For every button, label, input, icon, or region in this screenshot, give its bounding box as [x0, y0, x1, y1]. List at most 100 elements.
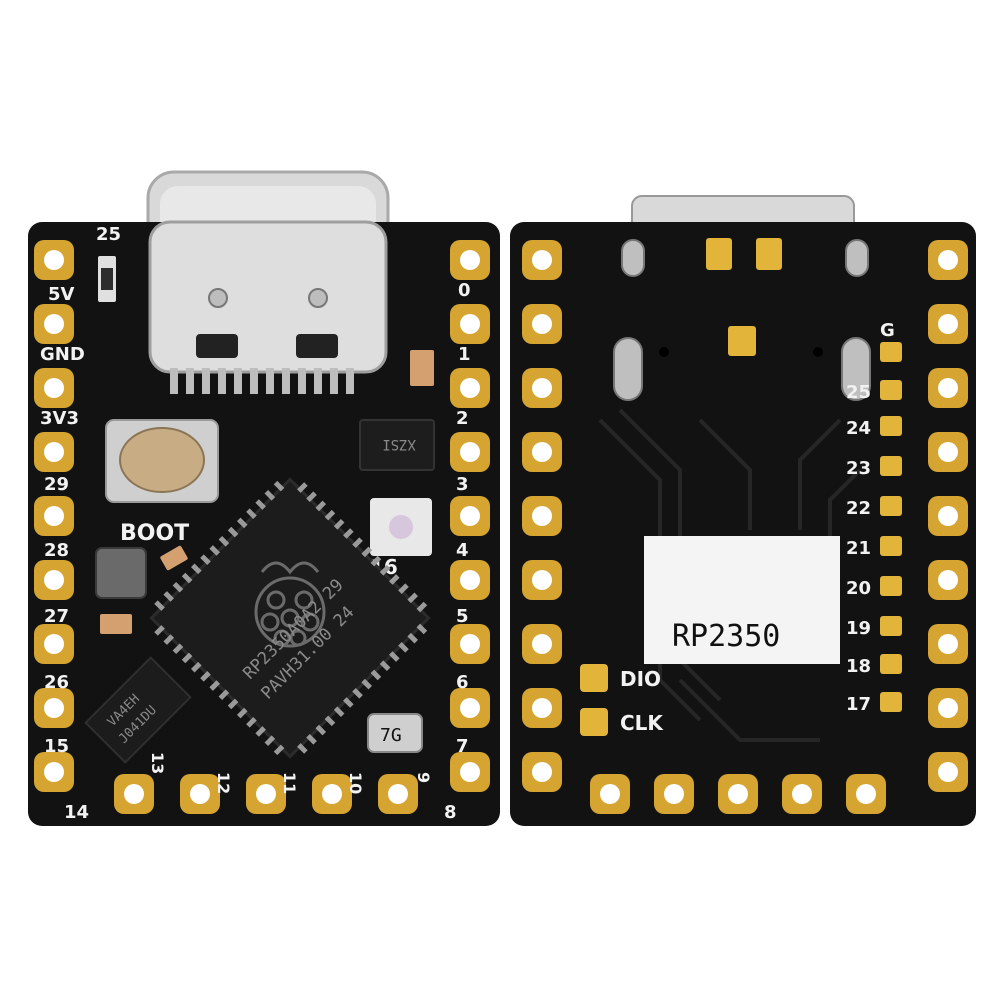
dio-label: DIO — [620, 667, 661, 691]
mcu-pin — [246, 508, 257, 520]
front-left-pad-hole — [44, 314, 64, 334]
back-left-pad-hole — [532, 442, 552, 462]
usb-pin — [330, 368, 338, 394]
back-left-pad-hole — [532, 570, 552, 590]
mcu-chip — [149, 477, 431, 759]
back-bottom-pad-hole — [664, 784, 684, 804]
back-left-pad-hole — [532, 314, 552, 334]
mcu-pin — [246, 716, 257, 728]
mcu-pin — [297, 482, 308, 493]
usb-solder-pad-2 — [756, 238, 782, 270]
usb-pin — [202, 368, 210, 394]
mcu-pin — [315, 724, 327, 736]
front-right-pin-label: 6 — [456, 672, 469, 693]
usb-pin — [346, 368, 354, 394]
front-bottom-pad-hole — [322, 784, 342, 804]
mcu-pin — [388, 574, 400, 585]
usb-slot-left-bottom — [613, 337, 643, 401]
front-bottom-pin-label: 13 — [148, 752, 167, 774]
front-left-pin-label: 26 — [44, 672, 69, 693]
mcu-pin — [370, 555, 382, 567]
usb-pin — [250, 368, 258, 394]
mcu-pin — [306, 491, 317, 503]
back-test-pad — [880, 456, 902, 476]
front-board: BOOT 16 XZSI RP2350A0A2 29 P — [28, 170, 500, 826]
usb-solder-pad-1 — [706, 238, 732, 270]
front-right-pad-hole — [460, 762, 480, 782]
voltage-regulator — [359, 419, 435, 471]
dio-pad — [580, 664, 608, 692]
back-pcb — [510, 222, 976, 826]
back-left-pad-hole — [532, 378, 552, 398]
back-test-pads — [880, 342, 902, 712]
mcu-pin — [273, 744, 285, 756]
front-bottom-pad-hole — [190, 784, 210, 804]
mcu-pin — [297, 743, 308, 754]
back-bottom-pads — [590, 774, 886, 814]
mcu-pin — [416, 623, 428, 635]
usb-pin — [186, 368, 194, 394]
back-left-pad-hole — [532, 762, 552, 782]
mcu-pin — [416, 601, 428, 613]
mcu-pin — [379, 564, 391, 576]
front-left-pad-hole — [44, 634, 64, 654]
boot-label: BOOT — [120, 521, 189, 546]
mcu-pin — [154, 600, 165, 611]
raspberry-logo — [254, 561, 326, 648]
mcu-pin — [227, 526, 239, 538]
back-test-pad — [880, 416, 902, 436]
mcu-pin — [333, 519, 345, 530]
back-right-pad-hole — [938, 378, 958, 398]
regulator-marking: XZSI — [382, 436, 416, 452]
back-left-pad-hole — [532, 634, 552, 654]
usb-pin — [282, 368, 290, 394]
back-bottom-pad-hole — [856, 784, 876, 804]
front-left-pad-hole — [44, 378, 64, 398]
flash-chip-group: VA4EH J041DU — [84, 656, 192, 764]
back-right-pad-hole — [938, 314, 958, 334]
front-right-pin-label: 5 — [456, 606, 469, 627]
front-right-pad-hole — [460, 442, 480, 462]
front-bottom-pads — [114, 774, 418, 814]
front-right-pin-label: 7 — [456, 736, 469, 757]
back-right-pad-hole — [938, 762, 958, 782]
back-right-pad-hole — [938, 570, 958, 590]
back-test-pad-label: 23 — [846, 458, 871, 479]
crystal-marking: 7G — [380, 725, 402, 746]
rgb-led-die — [389, 515, 413, 539]
usb-signal-pins — [170, 368, 354, 394]
mcu-pin — [255, 499, 266, 510]
via-hole-left — [659, 347, 669, 357]
front-left-pad-hole — [44, 698, 64, 718]
back-right-pad-hole — [938, 442, 958, 462]
usb-pin — [314, 368, 322, 394]
back-test-pad — [880, 692, 902, 712]
mcu-pin — [218, 535, 230, 547]
back-test-pad — [880, 576, 902, 596]
back-right-pad-hole — [938, 250, 958, 270]
mcu-pin — [154, 625, 165, 636]
sticker-label: RP2350 — [672, 619, 780, 654]
back-bottom-pad-hole — [792, 784, 812, 804]
inductor — [95, 547, 147, 599]
mcu-pin — [343, 528, 354, 539]
mcu-pin — [264, 490, 276, 501]
front-bottom-pin-label: 12 — [214, 772, 233, 794]
mcu-pin — [324, 715, 336, 727]
front-left-pin-label: 5V — [48, 284, 75, 305]
mcu-pin — [306, 733, 317, 745]
back-test-pad-label: 18 — [846, 656, 871, 677]
front-right-pin-label: 4 — [456, 540, 469, 561]
usb-slot-left-top — [621, 239, 645, 277]
back-right-pads — [928, 240, 968, 792]
mcu-pin — [218, 689, 230, 701]
front-right-pin-label: 2 — [456, 408, 469, 429]
front-right-pad-hole — [460, 314, 480, 334]
mcu-pin — [200, 671, 211, 682]
mcu-pin — [407, 632, 418, 644]
front-right-pad-hole — [460, 250, 480, 270]
front-left-pin-label: 27 — [44, 606, 69, 627]
front-left-pads — [34, 240, 74, 792]
